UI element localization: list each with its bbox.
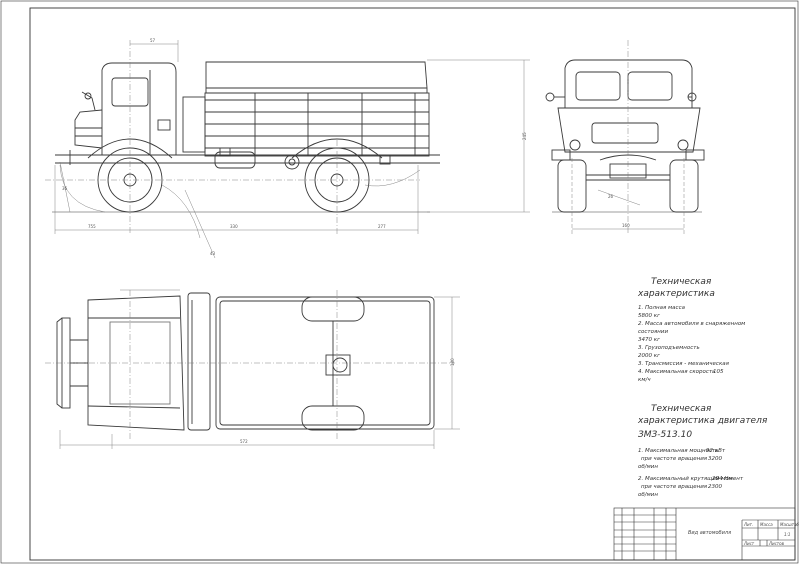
engine-model: ЗМЗ-513.10 [638,430,693,440]
max-speed-value: 105 [713,369,724,375]
engine-torque-unit: об/мин [638,492,658,498]
side-view-dimensions [45,40,530,259]
svg-text:43: 43 [210,251,216,256]
svg-text:330: 330 [230,224,238,229]
scale-label: Масштаб [780,522,800,527]
engine-torque-label: 2. Максимальный крутящий момент [638,476,744,482]
vehicle-spec-heading-1: Техническая [651,277,712,287]
mass-label: Масса [760,522,773,527]
vehicle-spec-line: 3. Грузоподъемность [638,345,700,351]
engine-spec-heading-1: Техническая [651,404,712,414]
engine-torque-freq-value: 2300 [708,484,722,490]
sheets-label: Листов [769,541,784,546]
vehicle-spec-line: 2. Масса автомобиля в снаряженном [638,321,746,327]
vehicle-spec-line: км/ч [638,377,651,383]
svg-text:572: 572 [240,439,248,444]
vehicle-spec-line: состоянии [638,329,669,335]
svg-text:160: 160 [622,223,630,228]
vehicle-spec-line: 3470 кг [638,337,660,343]
mark-label: Лит. [744,522,754,527]
engine-power-freq-label: при частоте вращения [641,456,708,462]
top-view-dimensions [45,289,460,449]
engine-power-label: 1. Максимальная мощность [638,448,719,454]
drawing-title: Вид автомобиля [688,530,732,536]
engine-power-unit: об/мин [638,464,658,470]
svg-text:36: 36 [62,186,68,191]
top-view [56,292,435,431]
vehicle-spec-line: 3. Трансмиссия - механическая [638,361,729,367]
engine-torque-freq-label: при частоте вращения [641,484,708,490]
svg-text:26: 26 [608,194,614,199]
svg-text:277: 277 [378,224,386,229]
side-view [52,61,440,213]
vehicle-spec-heading-2: характеристика [638,289,715,299]
scale-value: 1:1 [784,532,791,537]
title-block [613,507,796,561]
front-view [545,59,705,213]
vehicle-spec-line: 2000 кг [638,353,660,359]
engine-torque-value: 294 Нм [712,476,733,482]
engine-power-value: 92 кВт [706,448,726,454]
front-view-dimension-numbers: 160 26 [608,194,630,228]
sheet-label: Лист [744,541,755,546]
top-view-dimension-numbers: 180 572 [240,358,455,444]
engine-spec-heading-2: характеристика двигателя [638,416,768,426]
svg-text:245: 245 [522,132,527,140]
svg-text:755: 755 [88,224,96,229]
vehicle-spec-line: 1. Полная масса [638,305,685,311]
front-view-dimensions [571,40,685,235]
svg-text:57: 57 [150,38,156,43]
vehicle-spec-line: 5800 кг [638,313,660,319]
vehicle-spec-line: 4. Максимальная скорость [638,369,716,375]
side-view-dimension-numbers: 57 755 330 277 245 36 43 [62,38,527,256]
engine-power-freq-value: 3200 [708,456,722,462]
svg-text:180: 180 [450,358,455,366]
